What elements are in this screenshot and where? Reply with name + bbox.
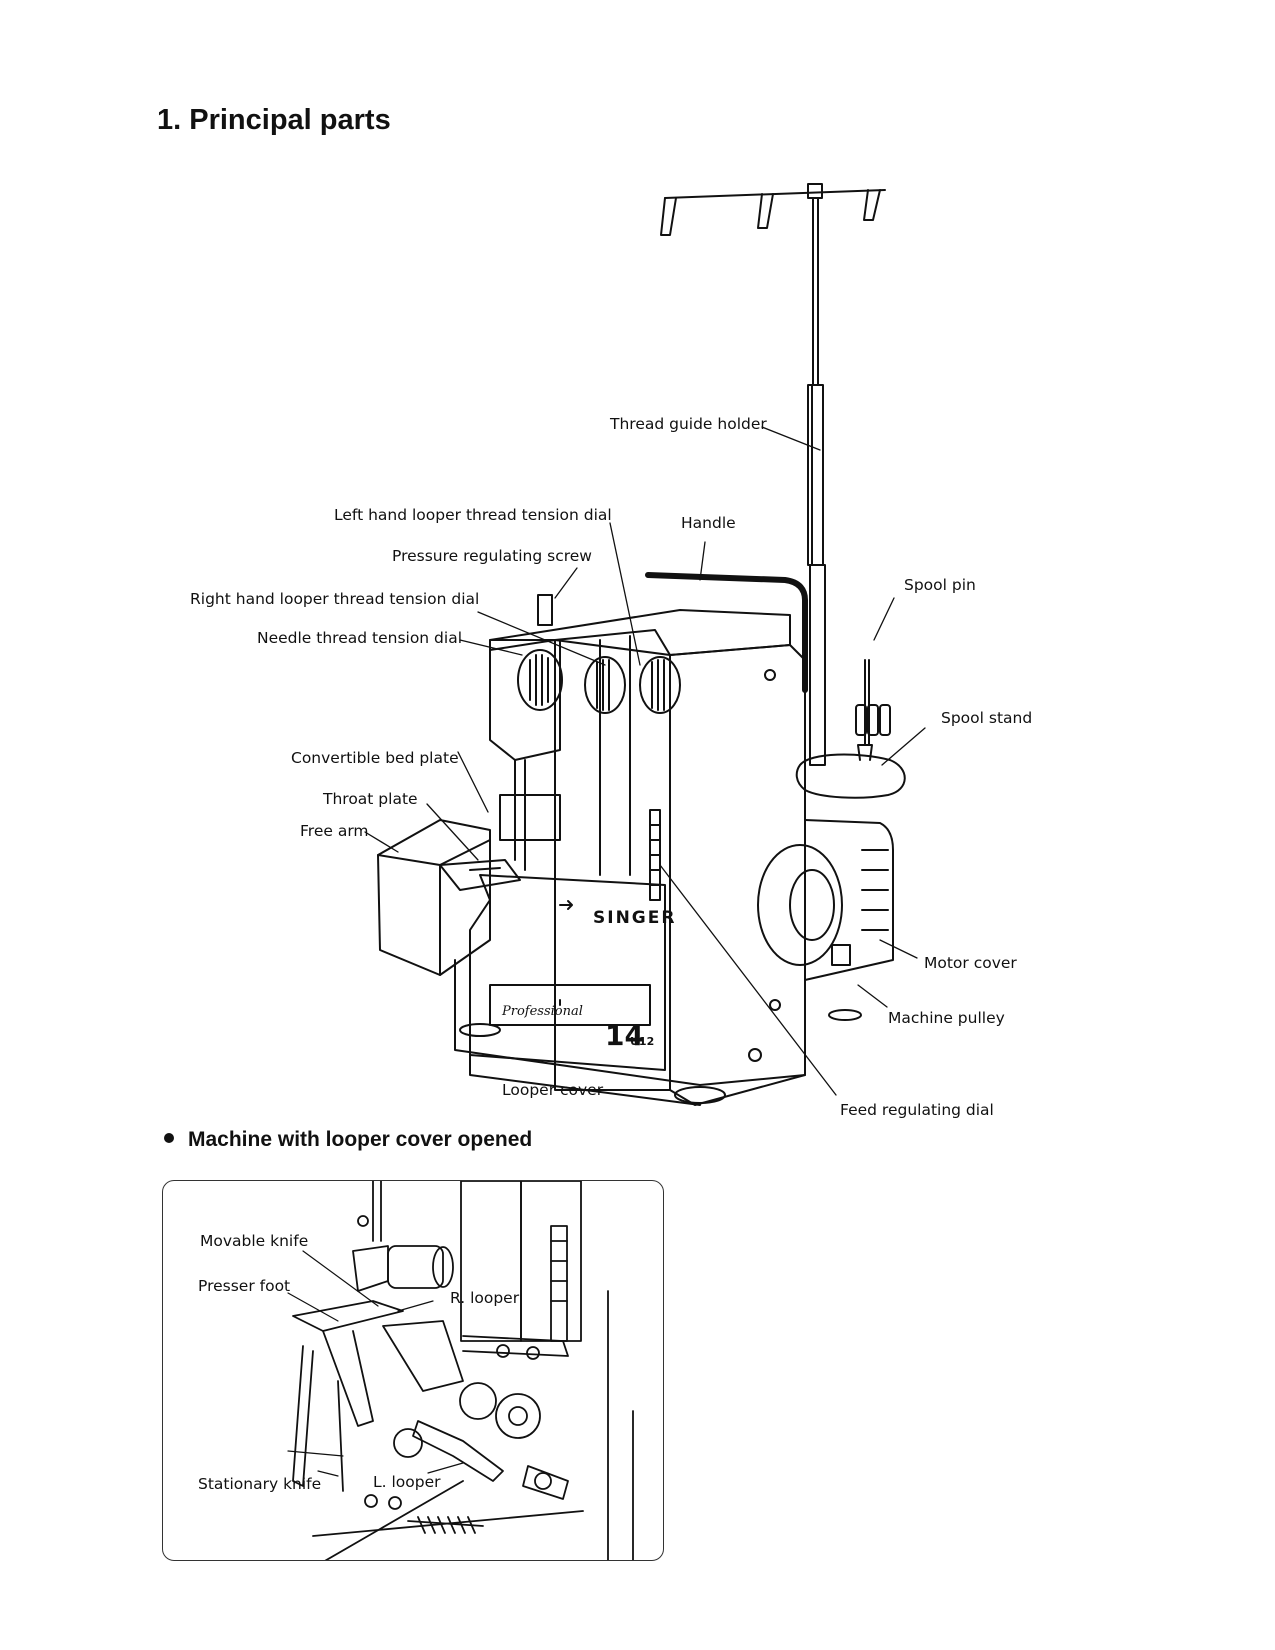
label-movable-knife: Movable knife [200,1232,308,1250]
label-looper-cover: Looper cover [502,1081,604,1099]
label-spool-pin: Spool pin [904,576,976,594]
bullet-icon [164,1133,174,1144]
subheading-text: Machine with looper cover opened [188,1128,533,1151]
inset-diagram: Movable knife Presser foot R. looper Sta… [198,1181,634,1560]
machine-body [377,572,894,1106]
label-stationary-knife: Stationary knife [198,1475,321,1493]
label-spool-stand: Spool stand [941,709,1032,727]
leader-lines [364,426,926,1096]
inset-leader-lines [287,1250,464,1477]
model-number: 14 [605,1019,644,1052]
brand-label: SINGER [593,908,676,928]
thread-stand [660,183,906,799]
model-suffix: U12 [630,1035,654,1048]
label-feed-regulating-dial: Feed regulating dial [840,1101,994,1119]
label-needle-tension-dial: Needle thread tension dial [257,629,462,647]
label-throat-plate: Throat plate [322,790,418,808]
subheading: Machine with looper cover opened [164,1128,532,1152]
model-script: Professional [501,1004,583,1019]
label-right-hand-looper-dial: Right hand looper thread tension dial [190,590,479,608]
page-title: 1. Principal parts [157,104,391,136]
label-free-arm: Free arm [300,822,369,840]
label-motor-cover: Motor cover [924,954,1017,972]
label-r-looper: R. looper [450,1289,520,1307]
label-l-looper: L. looper [373,1473,441,1491]
label-machine-pulley: Machine pulley [888,1009,1005,1027]
looper-open-inset: Movable knife Presser foot R. looper Sta… [162,1180,664,1561]
label-presser-foot: Presser foot [198,1277,290,1295]
inset-mechanism [292,1181,634,1560]
label-handle: Handle [681,514,736,532]
label-left-hand-looper-dial: Left hand looper thread tension dial [334,506,612,524]
label-pressure-screw: Pressure regulating screw [392,547,592,565]
label-thread-guide-holder: Thread guide holder [609,415,767,433]
label-convertible-bed-plate: Convertible bed plate [291,749,459,767]
